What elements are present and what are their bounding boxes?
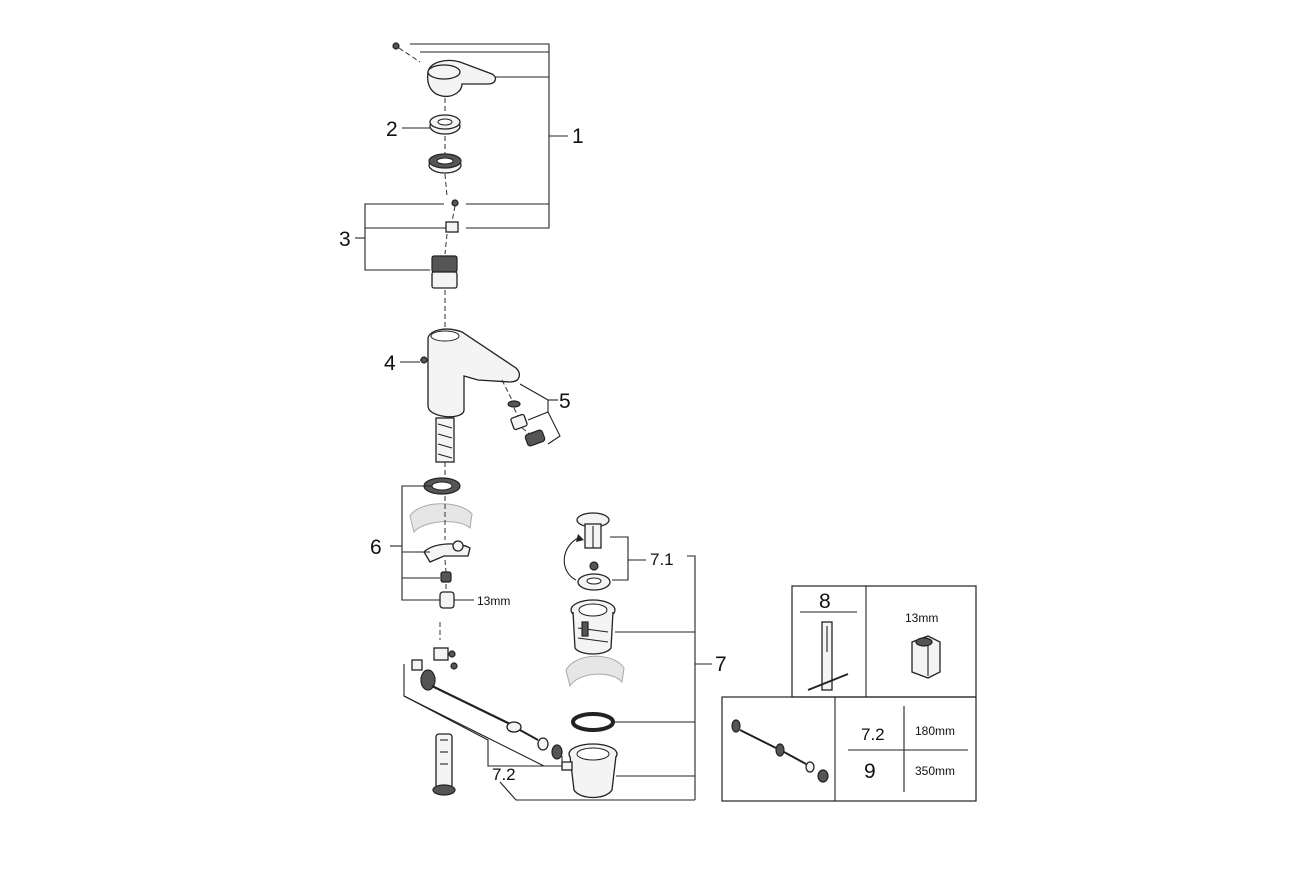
callout-7-label: 7 (715, 653, 727, 676)
tool-box-wrench-size: 13mm (905, 611, 938, 625)
tool-box (791, 585, 977, 698)
callout-2-label: 2 (386, 118, 398, 141)
aerator (501, 379, 561, 447)
callout-3-label: 3 (339, 228, 351, 251)
callout-5-label: 5 (559, 390, 571, 413)
callout-1-bracket (410, 43, 568, 229)
callout-7-2-label: 7.2 (492, 765, 516, 784)
callout-6-label: 6 (370, 536, 382, 559)
callout-1-label: 1 (572, 125, 584, 148)
rod-row-2-part: 9 (864, 760, 876, 783)
tool-box-part-number: 8 (819, 590, 831, 613)
waste-plug (561, 512, 712, 800)
callout-7-1-label: 7.1 (650, 550, 674, 569)
callout-3-bracket (355, 203, 446, 271)
rod-row-1-part: 7.2 (861, 725, 885, 744)
nut-size-label: 13mm (477, 594, 510, 608)
callout-4-label: 4 (384, 352, 396, 375)
faucet-body (420, 328, 521, 478)
rod-row-1-length: 180mm (915, 724, 955, 738)
handle-assembly (392, 42, 497, 328)
rod-row-2-length: 350mm (915, 764, 955, 778)
pop-up-linkage (403, 622, 695, 801)
mounting-set (390, 477, 474, 609)
rod-length-box (721, 696, 977, 802)
